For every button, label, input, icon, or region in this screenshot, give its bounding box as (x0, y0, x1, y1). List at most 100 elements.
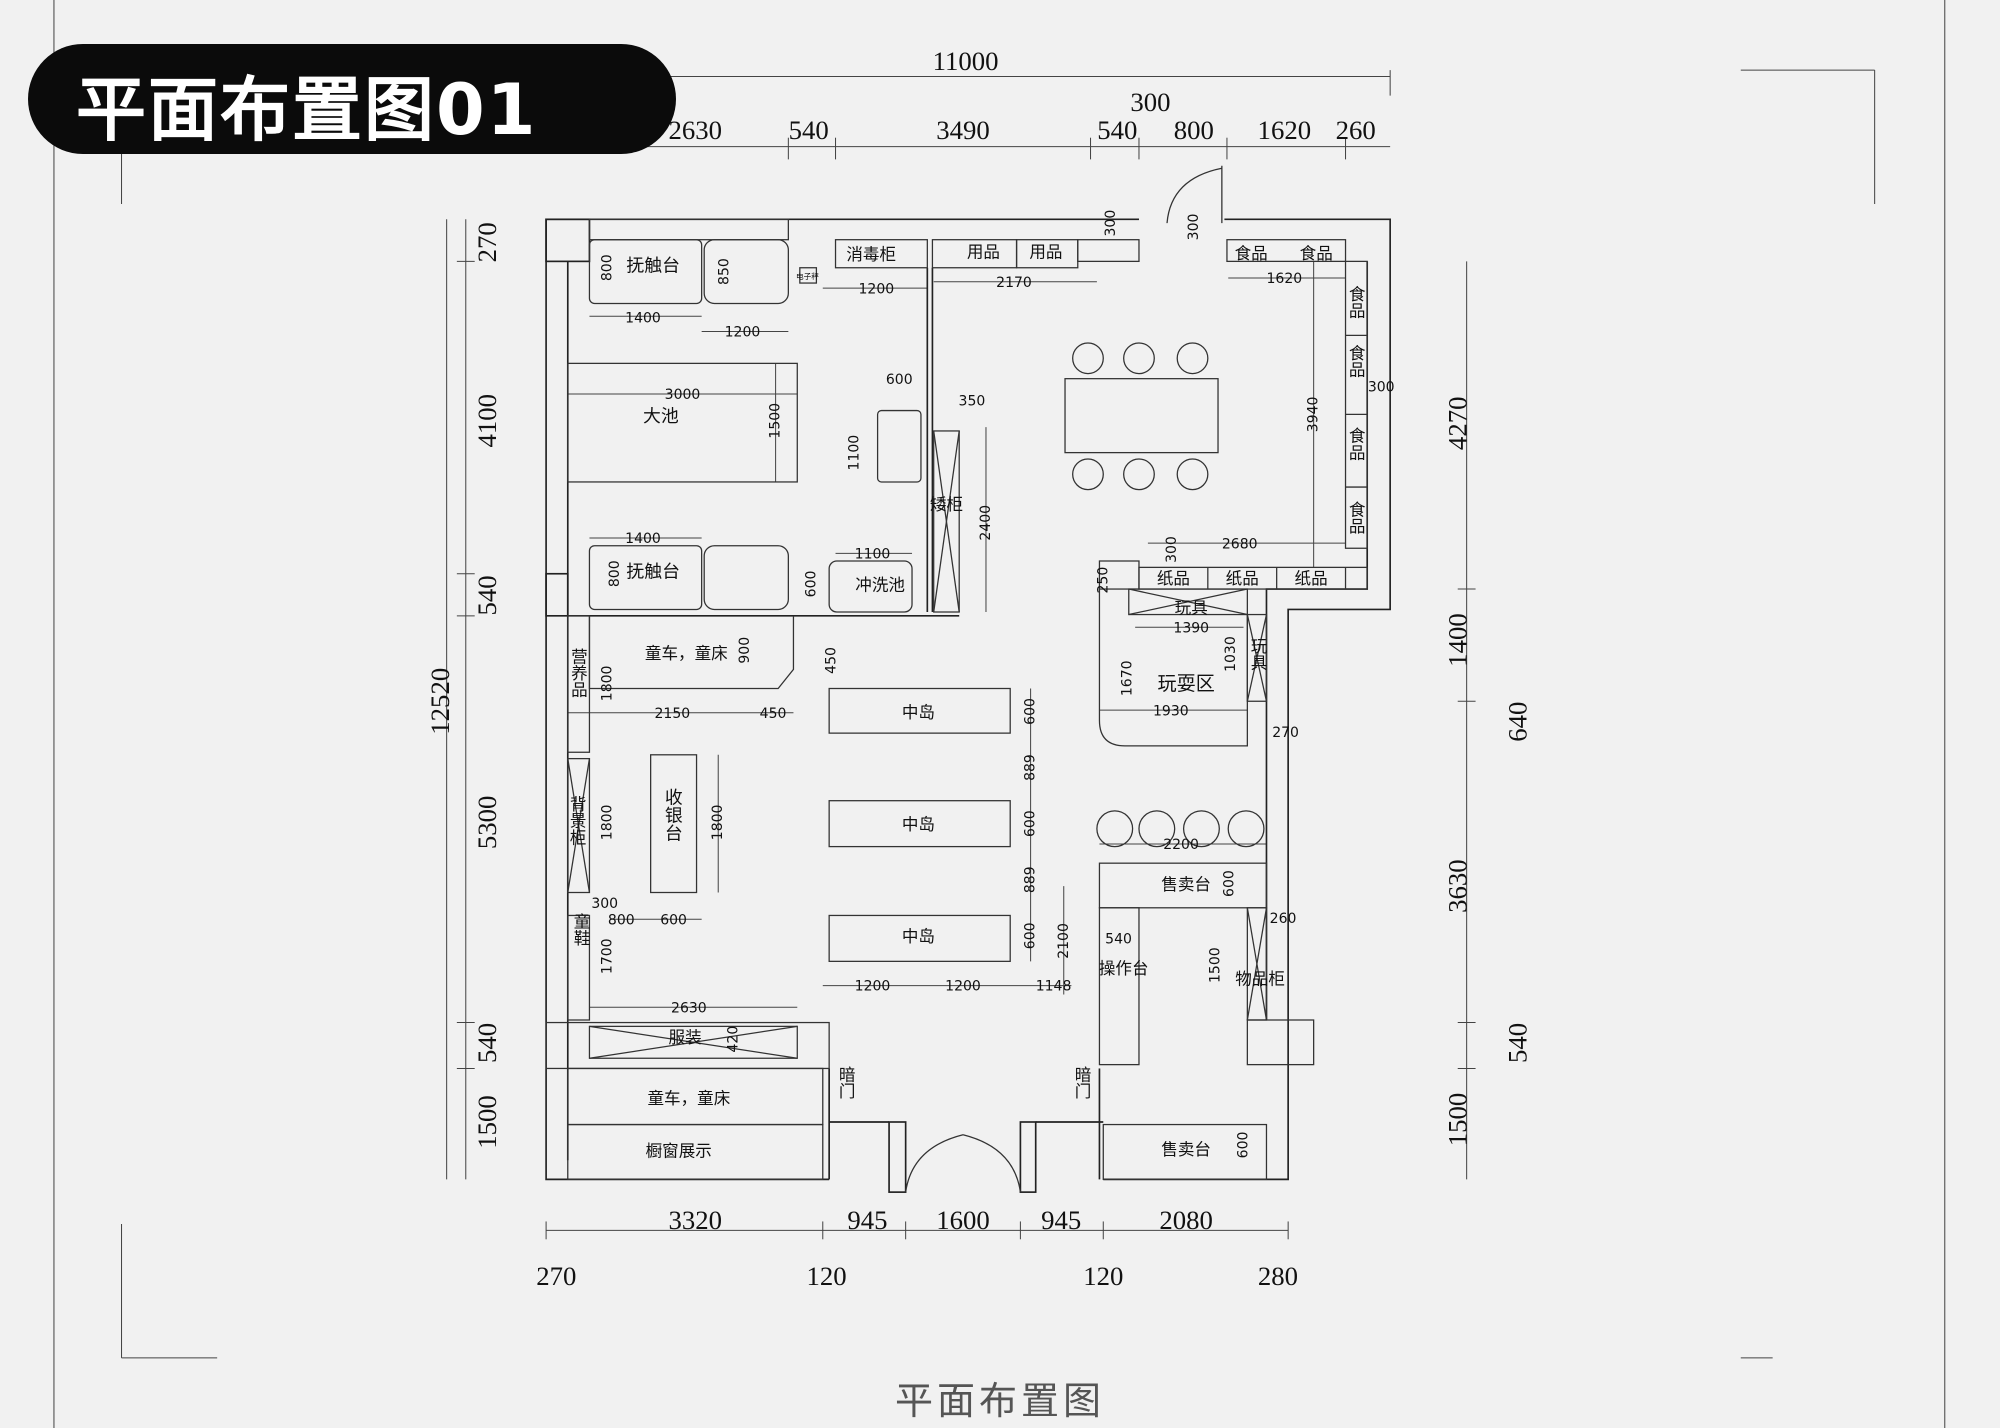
fixture-label: 玩耍区 (1157, 672, 1214, 695)
interior-dimension: 1400 (625, 531, 661, 547)
dimension-label: 540 (472, 575, 502, 615)
interior-dimension: 2150 (654, 706, 690, 722)
fixture-label: 用品 (1029, 243, 1062, 262)
corner-marks (53, 0, 1946, 1428)
interior-dimension: 1030 (1223, 636, 1239, 672)
interior-dimension: 420 (726, 1026, 742, 1053)
fixture-label: 大池 (643, 406, 679, 427)
fixture-label: 抚触台 (626, 256, 680, 277)
fixture-label: 冲洗池 (855, 575, 905, 594)
fixture-label: 纸品 (1157, 569, 1190, 588)
dimension-label: 12520 (425, 668, 455, 735)
fixture-label: 暗门 (1072, 1065, 1091, 1100)
interior-dimension: 300 (1103, 210, 1119, 237)
dimension-label: 945 (847, 1205, 887, 1235)
interior-dimension: 1700 (599, 938, 615, 974)
interior-dimension: 300 (1368, 379, 1395, 395)
interior-dimension: 1200 (945, 979, 981, 995)
interior-dimension: 2630 (671, 1000, 707, 1016)
interior-dimension: 600 (660, 912, 687, 928)
interior-dimension: 250 (1095, 567, 1111, 594)
interior-dimension: 1100 (847, 435, 863, 471)
interior-dimension: 450 (824, 647, 840, 674)
interior-dimension: 1148 (1036, 979, 1072, 995)
fixture-label: 中岛 (902, 815, 935, 834)
fixture-label: 中岛 (902, 927, 935, 946)
dimension-label: 270 (472, 222, 502, 262)
interior-dimension: 270 (1272, 725, 1299, 741)
interior-dimension: 850 (717, 258, 733, 285)
fixture-label: 售卖台 (1161, 1140, 1211, 1159)
interior-dimension: 1200 (858, 281, 894, 297)
dimension-lines (446, 70, 1476, 1240)
fixture-label: 童鞋 (571, 912, 590, 946)
fixture-label: 玩具 (1175, 598, 1208, 617)
dimension-label: 3320 (669, 1205, 723, 1235)
interior-dimension: 800 (608, 912, 635, 928)
fixture-label: 童车，童床 (647, 1089, 730, 1108)
interior-dimension: 600 (1023, 922, 1039, 949)
fixture-label: 玩具 (1248, 638, 1267, 671)
fixture-label: 纸品 (1226, 569, 1259, 588)
dimension-label: 1620 (1258, 115, 1312, 145)
dimension-label: 2630 (669, 115, 723, 145)
dimension-label: 540 (1502, 1023, 1532, 1063)
interior-dimension: 2200 (1163, 837, 1199, 853)
interior-dimension: 600 (1236, 1132, 1252, 1159)
dimension-label: 3630 (1442, 859, 1472, 913)
fixture-label: 食品 (1235, 244, 1268, 263)
fixture-label: 物品柜 (1235, 969, 1285, 988)
dimension-label: 540 (1097, 115, 1137, 145)
page-title: 平面布置图01 (76, 69, 538, 151)
interior-dimension: 900 (737, 637, 753, 664)
dimension-label: 540 (789, 115, 829, 145)
fixture-label: 操作台 (1099, 959, 1149, 978)
interior-dimension: 350 (959, 393, 986, 409)
fixture-label: 食品 (1300, 244, 1333, 263)
fixture-label: 电子秤 (796, 271, 819, 281)
fixture-label: 暗门 (836, 1065, 855, 1100)
dimension-label: 540 (472, 1023, 502, 1063)
interior-dimension: 1930 (1153, 703, 1189, 719)
fixture-label: 背景柜 (567, 795, 586, 845)
interior-dimension: 260 (1270, 911, 1297, 927)
doors (905, 165, 1223, 1193)
fixture-label: 纸品 (1295, 569, 1328, 588)
interior-dimension: 600 (1023, 810, 1039, 837)
interior-dimension: 1100 (855, 546, 891, 562)
fixture-label: 食品 (1346, 344, 1365, 378)
dimension-label: 270 (536, 1261, 576, 1291)
interior-dimension: 600 (1222, 870, 1238, 897)
fixture-label: 抚触台 (626, 562, 680, 583)
interior-dimension: 889 (1023, 866, 1039, 893)
interior-dimension: 1390 (1173, 620, 1209, 636)
fixture-label: 营养品 (568, 647, 587, 697)
interior-dimension: 3940 (1306, 397, 1322, 433)
fixture-label: 消毒柜 (846, 245, 896, 264)
dimension-label: 4100 (472, 394, 502, 448)
interior-dimension: 300 (591, 896, 618, 912)
interior-dimension: 600 (803, 571, 819, 598)
dimension-label: 945 (1041, 1205, 1081, 1235)
dimension-label: 1500 (1442, 1093, 1472, 1147)
dimension-label: 800 (1174, 115, 1214, 145)
fixture-label: 食品 (1346, 285, 1365, 319)
interior-dimension: 2680 (1222, 536, 1258, 552)
interior-dimension: 800 (607, 560, 623, 587)
fixture-label: 用品 (967, 243, 1000, 262)
interior-dimension: 3000 (665, 387, 701, 403)
interior-dimension: 600 (886, 372, 913, 388)
interior-dimension: 1620 (1266, 271, 1302, 287)
dimension-label: 120 (1083, 1261, 1123, 1291)
dimension-label: 11000 (933, 46, 999, 76)
dimension-label: 260 (1336, 115, 1376, 145)
dimension-label: 1600 (936, 1205, 990, 1235)
fixture-label: 童车，童床 (645, 644, 728, 663)
dimension-label: 3490 (936, 115, 990, 145)
interior-dimension: 1800 (599, 666, 615, 702)
interior-dimension: 2100 (1056, 923, 1072, 959)
fixture-label: 橱窗展示 (646, 1141, 712, 1160)
dimension-label: 4270 (1442, 397, 1472, 451)
plan-caption: 平面布置图 (894, 1379, 1105, 1423)
